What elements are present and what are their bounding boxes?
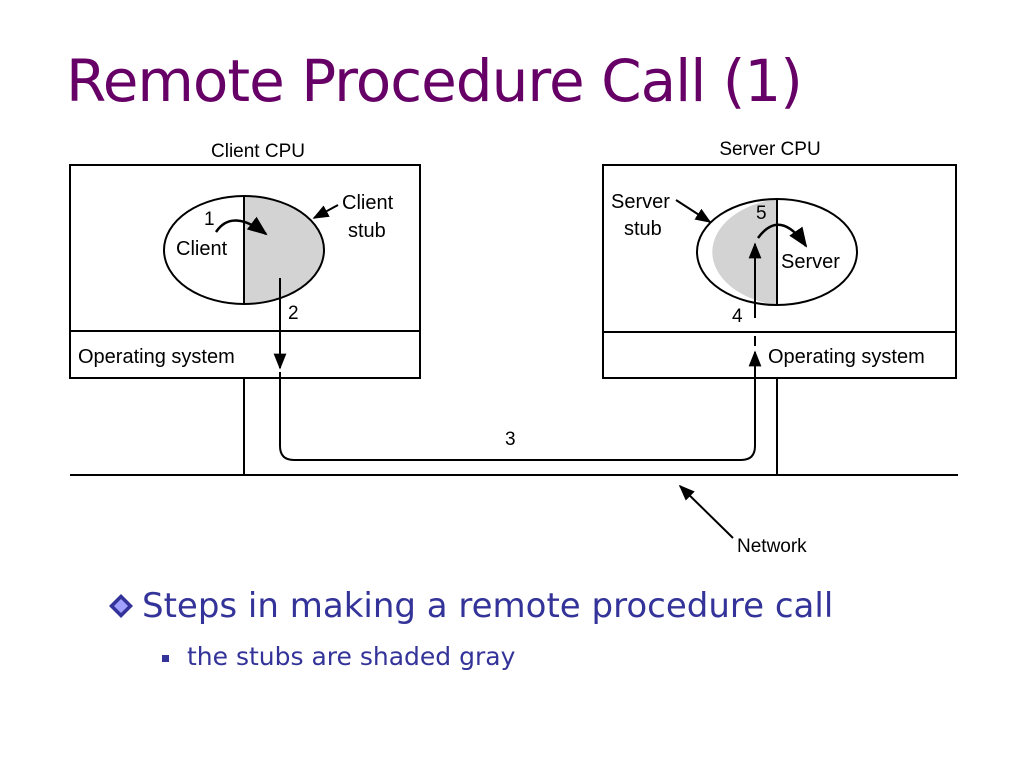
- step-5-label: 5: [756, 203, 767, 224]
- step-3-label: 3: [505, 429, 516, 450]
- bullet-main-text: Steps in making a remote procedure call: [142, 586, 834, 626]
- server-stub-shading: [712, 199, 777, 305]
- server-cpu-box: [602, 164, 957, 379]
- diamond-bullet-icon: [108, 588, 134, 628]
- slide-title: Remote Procedure Call (1): [66, 47, 803, 115]
- client-stub-label-line1: Client: [342, 192, 394, 214]
- server-stub-label-line2: stub: [624, 218, 662, 240]
- client-label: Client: [176, 238, 228, 260]
- bullet-sub: the stubs are shaded gray: [162, 642, 515, 671]
- client-cpu-label: Client CPU: [211, 141, 305, 162]
- server-os-label: Operating system: [768, 346, 925, 368]
- network-pointer: [678, 484, 734, 539]
- server-stub-pointer: [675, 199, 712, 223]
- step-1-arrow: [214, 216, 268, 236]
- server-cpu-label: Server CPU: [719, 139, 820, 160]
- step-1-label: 1: [204, 209, 215, 230]
- step-3-path: [279, 350, 762, 461]
- server-label: Server: [781, 251, 840, 273]
- client-stub-label-line2: stub: [348, 220, 386, 242]
- step-2-label: 2: [288, 303, 299, 324]
- bullet-main: Steps in making a remote procedure call: [108, 586, 833, 628]
- network-label: Network: [737, 536, 807, 557]
- client-stub-pointer: [312, 204, 339, 219]
- bullet-sub-text: the stubs are shaded gray: [187, 642, 516, 671]
- client-stub-shading: [244, 196, 324, 304]
- server-stub-label-line1: Server: [611, 191, 670, 213]
- step-4-label: 4: [732, 306, 743, 327]
- step-5-arrow: [756, 223, 808, 248]
- square-bullet-icon: [162, 654, 169, 662]
- client-os-label: Operating system: [78, 346, 235, 368]
